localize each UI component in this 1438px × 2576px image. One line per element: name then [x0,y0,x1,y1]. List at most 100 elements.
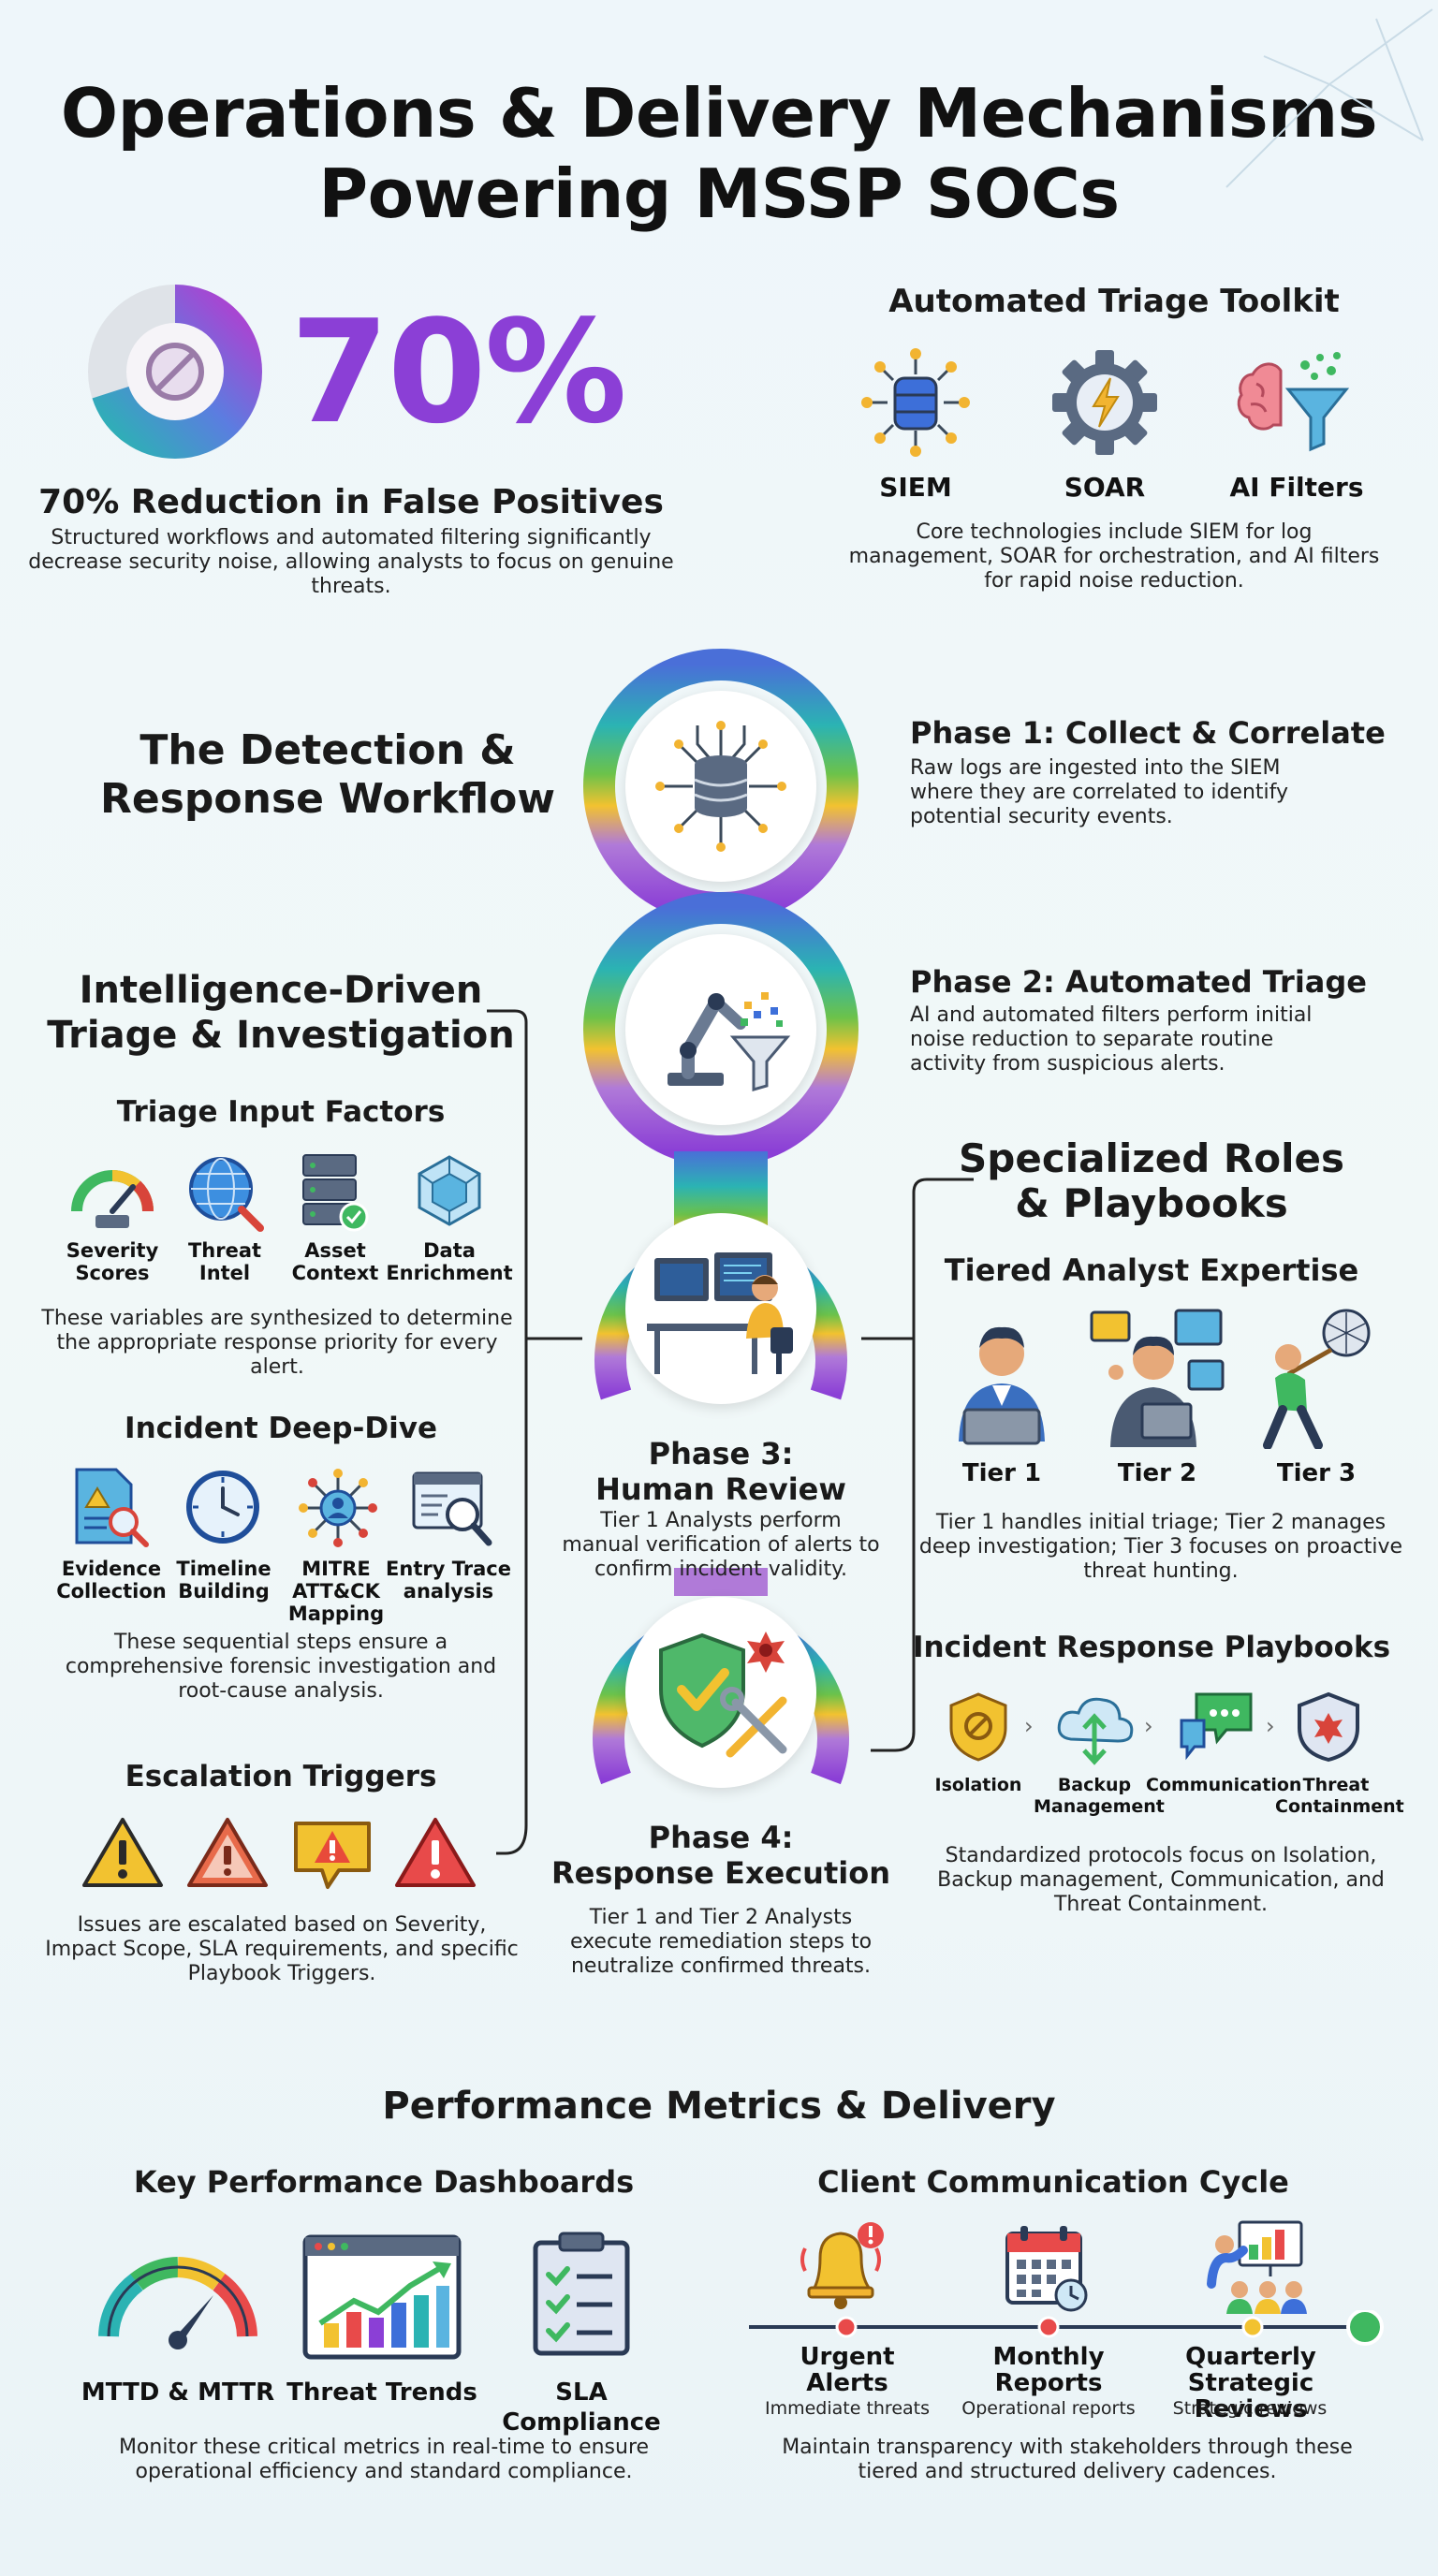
dash-item-trends-label: Threat Trends [286,2378,477,2407]
ai-filter-icon [1237,352,1350,452]
urgent-alerts-bell-icon [800,2222,884,2309]
asset-context-server-icon [302,1154,369,1232]
monthly-calendar-icon [1005,2226,1088,2312]
factor-label-line: Enrichment [386,1262,513,1284]
threat-intel-globe-icon [189,1157,264,1232]
phase-3-title-line-2: Human Review [595,1471,846,1507]
playbooks-heading: Incident Response Playbooks [912,1631,1391,1664]
phase-1-node [625,691,816,882]
shield-tools-icon [659,1632,787,1758]
phase-4-title-line-1: Phase 4: [648,1820,794,1855]
toolkit-item-siem: SIEM [879,472,952,503]
phase-3-title-line-1: Phase 3: [648,1436,794,1471]
phase-2-title: Phase 2: Automated Triage [910,964,1367,1000]
threat-trends-chart-icon [302,2234,462,2360]
title-line-1: Operations & Delivery Mechanisms [60,74,1378,153]
mttd-gauge-icon [98,2257,257,2349]
chevron-right-icon: › [1266,1713,1275,1739]
stat-value: 70% [290,289,627,455]
metrics-heading: Performance Metrics & Delivery [382,2085,1056,2128]
phase-4-text: Tier 1 and Tier 2 Analysts execute remed… [569,1906,873,1978]
comm-label-line: Urgent [800,2343,895,2371]
factor-label-line: Asset [304,1239,366,1262]
playbook-label-line: Containment [1275,1796,1404,1817]
intel-heading-line-1: Intelligence-Driven [79,969,483,1012]
tiers-text: Tier 1 handles initial triage; Tier 2 ma… [918,1511,1403,1583]
tier-2-analyst-icon [1090,1309,1225,1447]
dash-heading: Key Performance Dashboards [133,2164,635,2200]
comm-monthly-sub: Operational reports [961,2398,1136,2419]
comm-label-line: Quarterly Strategic [1185,2343,1316,2397]
stat-heading: 70% Reduction in False Positives [38,483,664,521]
phase-1-title: Phase 1: Collect & Correlate [910,715,1386,751]
deepdive-label-line: ATT&CK [292,1580,380,1603]
entry-trace-magnifier-icon [412,1471,492,1546]
data-enrichment-cube-icon [418,1155,481,1226]
factors-text: These variables are synthesized to deter… [41,1307,513,1379]
playbook-isolation-label: Isolation [927,1775,1030,1796]
factor-label-line: Severity [66,1239,159,1262]
toolkit-heading: Automated Triage Toolkit [888,283,1340,320]
title-line-2: Powering MSSP SOCs [318,154,1120,233]
comm-quarterly-sub: Strategic reviews [1172,2398,1328,2419]
comm-heading: Client Communication Cycle [817,2164,1289,2200]
workflow-heading-line-2: Response Workflow [100,775,555,823]
phase-3-text: Tier 1 Analysts perform manual verificat… [562,1509,880,1581]
tier-1-analyst-icon [959,1326,1045,1445]
quarterly-review-meeting-icon [1207,2220,1307,2314]
page-title: Operations & Delivery Mechanisms Powerin… [0,73,1438,234]
deepdive-label-line: Mapping [287,1603,385,1625]
mitre-attack-network-icon [299,1469,377,1547]
factor-label-line: Context [291,1262,379,1284]
chevron-right-icon: › [1024,1713,1034,1739]
chevron-right-icon: › [1144,1713,1153,1739]
escalation-text: Issues are escalated based on Severity, … [45,1913,519,1985]
deepdive-heading: Incident Deep-Dive [125,1412,437,1445]
timeline-node-monthly [1037,2316,1060,2338]
donut-arc [88,285,262,459]
warning-red-icon [395,1818,476,1887]
soar-gear-icon [1052,350,1157,455]
deepdive-label-line: Evidence [61,1558,162,1580]
playbook-communication-label: Communication [1146,1775,1301,1796]
playbook-label-line: Management [1034,1796,1165,1817]
tier-3-label: Tier 3 [1276,1459,1357,1487]
deepdive-label-line: Building [178,1580,270,1603]
workflow-heading-line-1: The Detection & [139,726,516,774]
tier-1-label: Tier 1 [961,1459,1042,1487]
stat-text: Structured workflows and automated filte… [28,526,674,598]
deepdive-label-line: MITRE [301,1558,371,1580]
tiers-heading: Tiered Analyst Expertise [944,1252,1359,1288]
playbooks-text: Standardized protocols focus on Isolatio… [937,1844,1385,1916]
playbook-label-line: Backup [1057,1775,1132,1795]
communication-chat-icon [1180,1692,1253,1761]
data-network-icon [655,721,786,852]
factor-label-line: Data [423,1239,476,1262]
timeline-clock-icon [186,1471,259,1544]
section-brackets [487,1009,974,1855]
threat-containment-shield-icon [1298,1691,1359,1763]
siem-database-icon [861,348,970,457]
dash-text: Monitor these critical metrics in real-t… [118,2436,650,2483]
comm-urgent-sub: Immediate threats [764,2398,931,2419]
comm-label-line: Monthly [992,2343,1105,2371]
alert-message-icon [294,1822,371,1889]
roles-heading: Specialized Roles & Playbooks [917,1136,1386,1226]
intel-heading: Intelligence-Driven Triage & Investigati… [37,968,524,1058]
toolkit-item-ai-filters: AI Filters [1229,472,1364,503]
escalation-heading: Escalation Triggers [125,1760,437,1793]
robot-arm-filter-icon [668,992,791,1091]
reduction-donut-chart [88,285,262,459]
comm-label-line: Reviews [1194,2395,1308,2423]
timeline-node-urgent [835,2316,858,2338]
phase-2-node [625,934,816,1125]
